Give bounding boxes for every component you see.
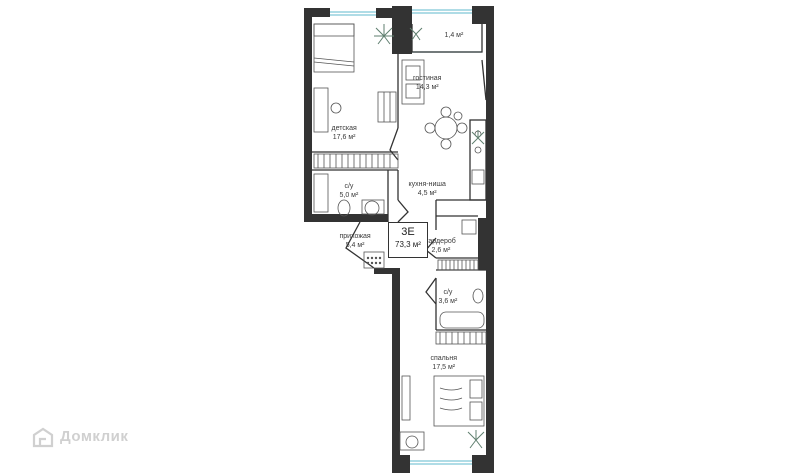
plant-icon [409,27,423,41]
bedroom-bed [433,375,485,427]
plant-icon [471,130,485,145]
kids-wardrobe [313,153,399,169]
watermark-text: Домклик [60,428,129,445]
kids-desk [313,87,329,133]
windows [330,9,482,465]
living-sofa [401,59,425,105]
corridor-shelves [437,259,479,271]
apartment-total-area: 73,3 м² [395,240,421,249]
dining-table [434,116,458,140]
bedroom-wardrobe [435,331,487,345]
plant-icon [467,430,485,449]
kids-bed [313,23,355,73]
domclick-logo-icon [32,427,54,448]
room-label-balcony: 1,4 м² [444,32,464,39]
furniture [313,23,487,451]
apartment-badge: 3E 73,3 м² [388,222,428,258]
apartment-code: 3E [401,226,415,238]
outer-walls [304,6,494,473]
plant-icon [374,24,394,45]
hall-cabinet [363,251,385,269]
bath1-shower [313,173,329,213]
